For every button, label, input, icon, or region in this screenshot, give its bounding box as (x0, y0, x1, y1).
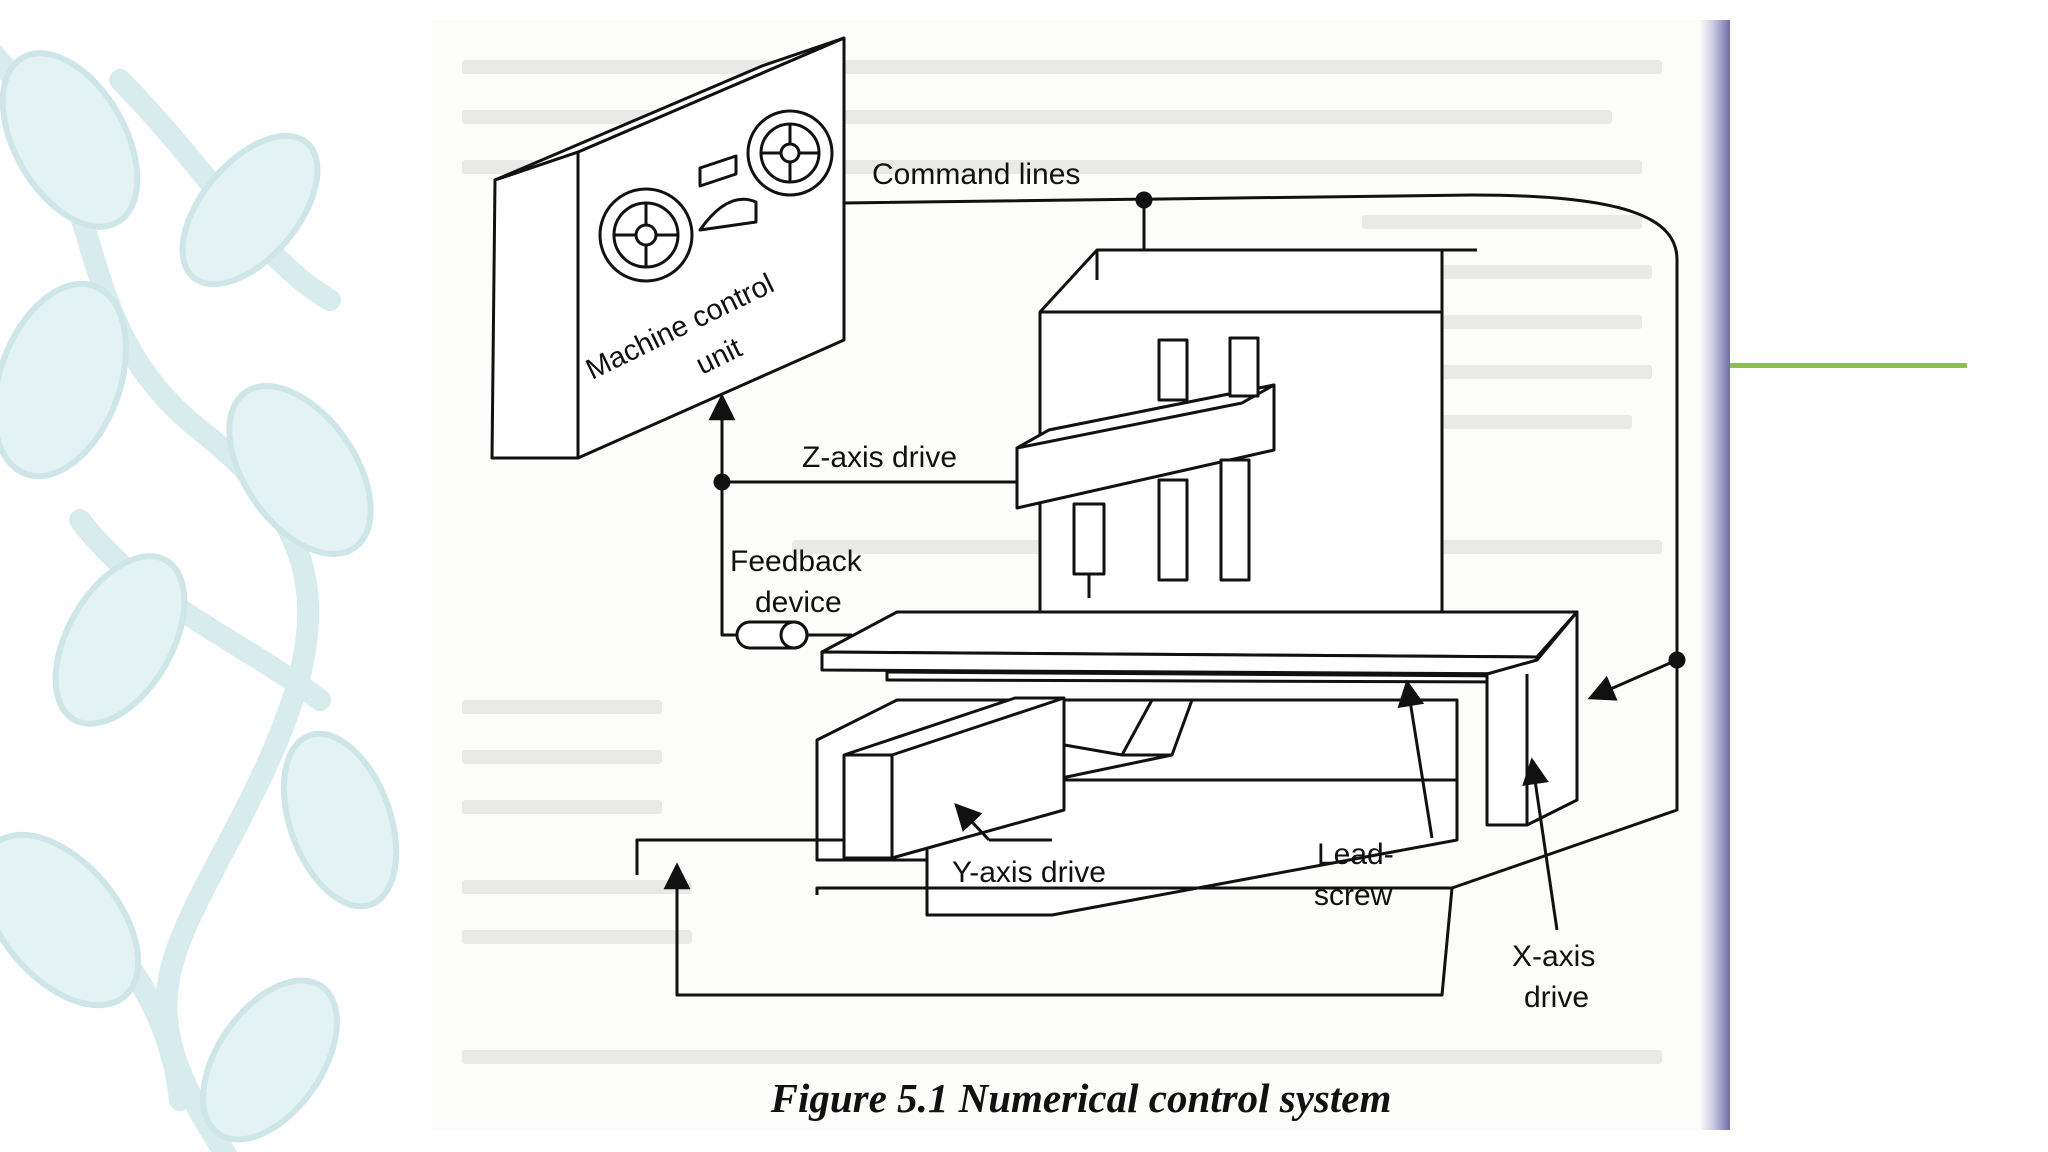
feedback-device (735, 620, 852, 650)
label-x-axis-drive-2: drive (1524, 981, 1589, 1014)
label-z-axis-drive: Z-axis drive (802, 441, 957, 474)
leaf-decoration (0, 45, 400, 1152)
figure-panel: Machine control unit Command lines Z-axi… (432, 20, 1730, 1130)
label-y-axis-drive: Y-axis drive (952, 856, 1106, 889)
scan-bleed-line (462, 700, 662, 714)
label-x-axis-drive-1: X-axis (1512, 940, 1595, 973)
scan-edge-shadow (1700, 20, 1730, 1130)
worktable (820, 610, 1579, 684)
scan-bleed-line (462, 800, 662, 814)
label-command-lines: Command lines (872, 158, 1080, 191)
machine-control-unit (490, 36, 846, 460)
feedback-wire (720, 482, 737, 637)
label-feedback-device-2: device (755, 586, 842, 619)
scan-bleed-line (462, 750, 662, 764)
label-lead-screw-1: Lead- (1317, 838, 1394, 871)
scan-bleed-line (462, 1050, 1662, 1064)
accent-line (1729, 363, 1967, 368)
scan-bleed-line (462, 930, 692, 944)
spindle-head (1015, 336, 1276, 598)
scan-bleed-line (462, 880, 692, 894)
x-axis-drive (1485, 610, 1579, 827)
nc-system-diagram: Machine control unit Command lines Z-axi… (490, 36, 1686, 1014)
tape-reel-icon (598, 109, 834, 283)
command-line-wire (843, 193, 1679, 670)
label-lead-screw-2: screw (1314, 879, 1393, 912)
y-axis-drive (842, 696, 1066, 860)
scan-bleed-line (1362, 215, 1642, 229)
label-feedback-device-1: Feedback (730, 545, 863, 578)
figure-caption: Figure 5.1 Numerical control system (770, 1075, 1392, 1121)
